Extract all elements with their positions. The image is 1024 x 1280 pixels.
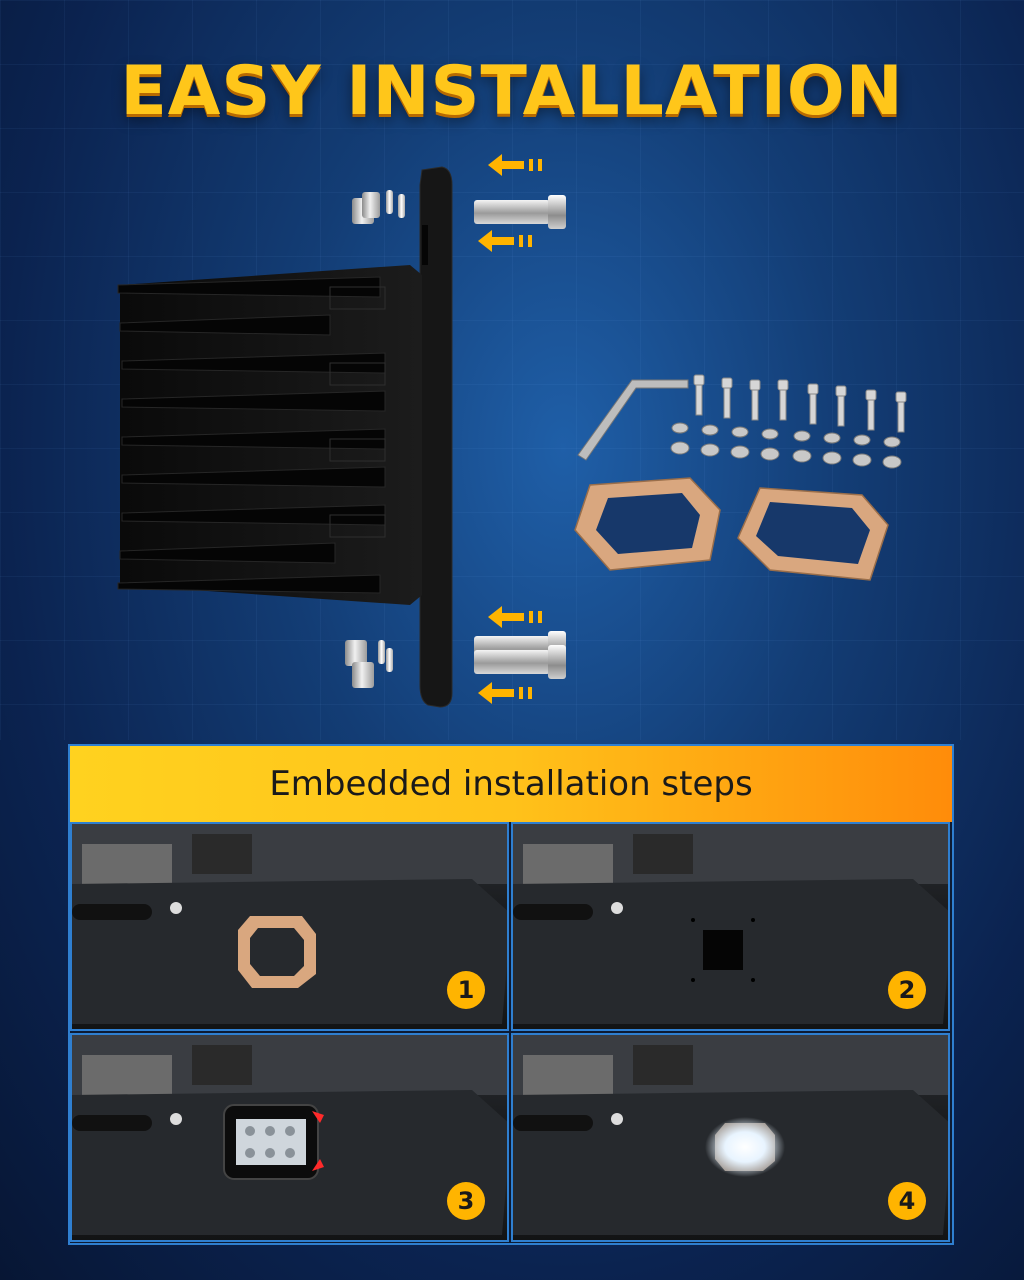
bumper-illustration	[513, 1035, 948, 1235]
accessory-kit	[574, 374, 907, 581]
step-number-badge: 2	[888, 971, 926, 1009]
page-title: EASY INSTALLATION	[120, 52, 904, 131]
step-1-panel: 1	[70, 822, 509, 1031]
gasket-icon	[574, 477, 721, 571]
bumper-illustration	[513, 824, 948, 1024]
step-4-panel: 4	[511, 1033, 950, 1242]
arrow-left-icon	[488, 154, 542, 176]
hex-key-icon	[577, 379, 689, 461]
step-3-panel: 3	[70, 1033, 509, 1242]
flush-mount-light-housing	[117, 166, 453, 708]
lock-washer	[378, 640, 385, 664]
step-number-badge: 1	[447, 971, 485, 1009]
arrow-left-icon	[488, 606, 542, 628]
flat-washer	[398, 194, 405, 218]
mounting-bolt	[474, 645, 566, 679]
mounting-bolt	[474, 195, 566, 229]
hex-nut	[352, 662, 374, 688]
hex-nut	[345, 640, 367, 666]
step-number-badge: 3	[447, 1182, 485, 1220]
flat-washer	[386, 648, 393, 672]
gasket-icon	[737, 487, 889, 581]
step-2-panel: 2	[511, 822, 950, 1031]
steps-header: Embedded installation steps	[70, 746, 952, 822]
arrow-left-icon	[478, 230, 532, 252]
step-number-badge: 4	[888, 1182, 926, 1220]
arrow-left-icon	[478, 682, 532, 704]
bumper-illustration	[72, 1035, 507, 1235]
bumper-illustration	[72, 824, 507, 1024]
hex-nut	[362, 192, 380, 218]
installation-steps-panel: Embedded installation steps 1 2	[68, 744, 954, 1245]
lock-washer	[386, 190, 393, 214]
